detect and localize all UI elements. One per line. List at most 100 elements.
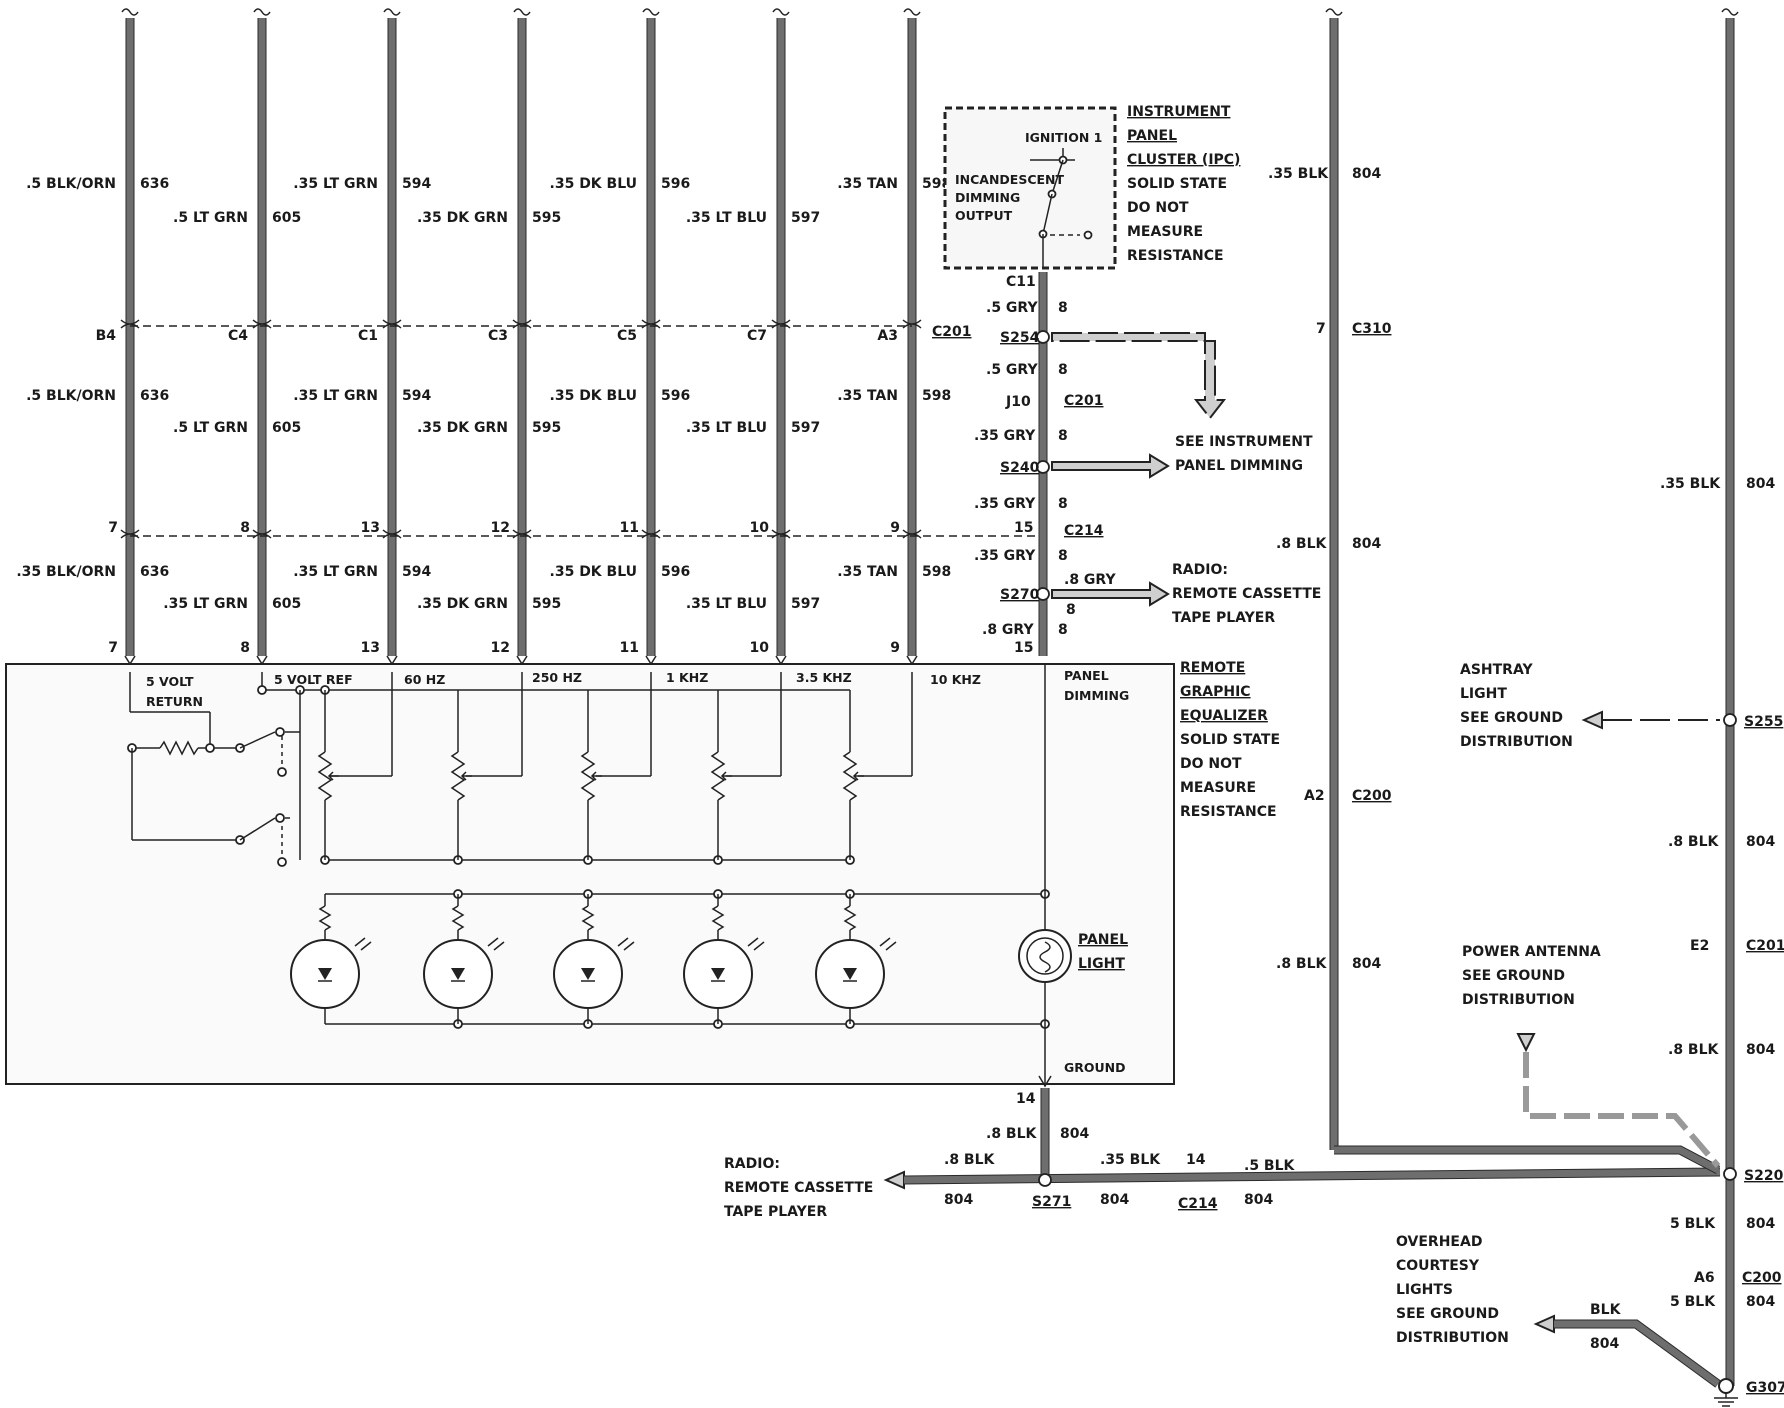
mid-g2: .8 BLK <box>1276 536 1328 552</box>
s270-label: S270 <box>1000 587 1040 603</box>
c201-top-label: C201 <box>932 324 972 340</box>
ipc-output-1: INCANDESCENT <box>955 172 1065 187</box>
right-g5: 5 BLK <box>1670 1294 1716 1310</box>
right-c1: 804 <box>1746 476 1775 492</box>
gauge-596-2: .35 DK BLU <box>550 564 637 580</box>
pin-b-636: 7 <box>108 640 118 656</box>
c201-mid-label: C201 <box>1064 393 1104 409</box>
ipc-output-3: OUTPUT <box>955 208 1013 223</box>
right-c4: 804 <box>1746 1216 1775 1232</box>
pin-b-596: 11 <box>620 640 639 656</box>
antenna-3: DISTRIBUTION <box>1462 992 1575 1008</box>
squiggle-mid <box>1325 8 1343 16</box>
mid-c310: C310 <box>1352 321 1392 337</box>
gauge-594-1: .35 LT GRN <box>293 388 378 404</box>
see-dimming-1: SEE INSTRUMENT <box>1175 434 1313 450</box>
gry-label-5: .35 GRY <box>974 548 1036 564</box>
eq-title-7: RESISTANCE <box>1180 804 1277 820</box>
gnd-c1: 804 <box>1060 1126 1089 1142</box>
gnd-radio-g: .8 BLK <box>944 1152 996 1168</box>
conn-605: C4 <box>228 328 248 344</box>
circuit-595-1: 595 <box>532 420 561 436</box>
circuit-636-1: 636 <box>140 388 169 404</box>
conn-598: A3 <box>877 328 898 344</box>
s240-label: S240 <box>1000 460 1040 476</box>
s254-arrow <box>1051 332 1227 420</box>
eq-title-6: MEASURE <box>1180 780 1256 796</box>
mid-c2: 804 <box>1352 536 1381 552</box>
pin-b-605: 8 <box>240 640 250 656</box>
s240-arrow <box>1051 453 1170 479</box>
eq-band-1khz: 1 KHZ <box>666 670 708 685</box>
circuit-605-2: 605 <box>272 596 301 612</box>
mid-pin-7: 7 <box>1316 321 1326 337</box>
gnd-radio-3: TAPE PLAYER <box>724 1204 827 1220</box>
eq-ground: GROUND <box>1064 1060 1126 1075</box>
s270-gry: .8 GRY <box>1064 572 1116 588</box>
pin-b-598: 9 <box>890 640 900 656</box>
eq-ref: 5 VOLT REF <box>274 672 353 687</box>
conn-597: C7 <box>747 328 767 344</box>
gauge-605-2: .35 LT GRN <box>163 596 248 612</box>
circuit-596-2: 596 <box>661 564 690 580</box>
s270-splice <box>1036 587 1050 601</box>
gauge-598-2: .35 TAN <box>837 564 898 580</box>
see-dimming-2: PANEL DIMMING <box>1175 458 1303 474</box>
gry-pin-15a: 15 <box>1014 520 1033 536</box>
eq-return-2: RETURN <box>146 694 203 709</box>
gauge-636-1: .5 BLK/ORN <box>26 388 116 404</box>
mid-g3: .8 BLK <box>1276 956 1328 972</box>
ipc-title-2: PANEL <box>1127 128 1177 144</box>
radio-2: REMOTE CASSETTE <box>1172 586 1321 602</box>
circuit-595-0: 595 <box>532 210 561 226</box>
eq-title-4: SOLID STATE <box>1180 732 1280 748</box>
gauge-596-1: .35 DK BLU <box>550 388 637 404</box>
gauge-636-0: .5 BLK/ORN <box>26 176 116 192</box>
gry-circuit-4: 8 <box>1058 496 1068 512</box>
antenna-1: POWER ANTENNA <box>1462 944 1601 960</box>
overhead-blk-c: 804 <box>1590 1336 1619 1352</box>
radio-1: RADIO: <box>1172 562 1228 578</box>
right-pin-e2: E2 <box>1690 938 1709 954</box>
eq-band-10khz: 10 KHZ <box>930 672 981 687</box>
ipc-pin-c11: C11 <box>1006 274 1036 290</box>
s255-label: S255 <box>1744 714 1783 730</box>
ipc-title-7: RESISTANCE <box>1127 248 1224 264</box>
ipc-title-5: DO NOT <box>1127 200 1189 216</box>
gauge-595-1: .35 DK GRN <box>417 420 508 436</box>
eq-title-2: GRAPHIC <box>1180 684 1251 700</box>
s240-splice <box>1036 460 1050 474</box>
g307-label: G307 <box>1746 1380 1784 1396</box>
circuit-597-0: 597 <box>791 210 820 226</box>
right-c2: 804 <box>1746 834 1775 850</box>
squiggle-right <box>1721 8 1739 16</box>
gnd-pin-14: 14 <box>1016 1091 1036 1107</box>
gauge-598-1: .35 TAN <box>837 388 898 404</box>
circuit-597-1: 597 <box>791 420 820 436</box>
gnd-g1: .8 BLK <box>986 1126 1038 1142</box>
eq-title-1: REMOTE <box>1180 660 1245 676</box>
circuit-596-0: 596 <box>661 176 690 192</box>
gnd-radio-2: REMOTE CASSETTE <box>724 1180 873 1196</box>
s254-splice <box>1036 330 1050 344</box>
circuit-636-0: 636 <box>140 176 169 192</box>
right-g1: .35 BLK <box>1660 476 1721 492</box>
gauge-597-1: .35 LT BLU <box>686 420 767 436</box>
ashtray-arrow <box>1581 710 1603 730</box>
ground-symbol <box>1714 1378 1738 1407</box>
gnd-horizontal <box>903 1168 1721 1184</box>
s220-splice <box>1723 1167 1737 1181</box>
gnd-radio-c: 804 <box>944 1192 973 1208</box>
ipc-ignition: IGNITION 1 <box>1025 130 1102 145</box>
s255-splice <box>1723 713 1737 727</box>
gauge-595-2: .35 DK GRN <box>417 596 508 612</box>
pin-b-597: 10 <box>750 640 770 656</box>
circuit-636-2: 636 <box>140 564 169 580</box>
circuit-594-2: 594 <box>402 564 431 580</box>
gry-circuit-5: 8 <box>1058 548 1068 564</box>
conn-595: C3 <box>488 328 508 344</box>
c214-label: C214 <box>1064 523 1104 539</box>
